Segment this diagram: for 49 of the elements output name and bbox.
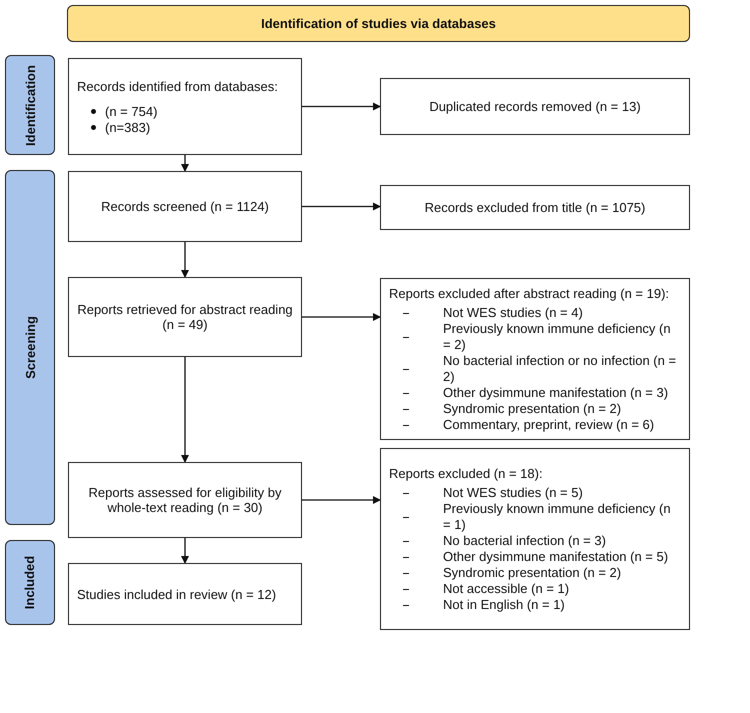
phase-label: Screening [22, 316, 38, 379]
arrow [181, 538, 189, 564]
process-box [380, 185, 690, 230]
box-text: Records excluded from title (n = 1075) [424, 200, 646, 215]
arrow [302, 202, 381, 210]
list-item: No bacterial infection (n = 3) [443, 533, 606, 549]
box-text: Reports retrieved for abstract reading (n = 49) [77, 302, 293, 332]
list-item: Previously known immune deficiency (n = 1) [443, 501, 672, 533]
box-text: Reports assessed for eligibility by whole-text reading (n = 30) [88, 485, 282, 515]
list-item: Not WES studies (n = 5) [443, 485, 583, 501]
box-text: Identification of studies via databases [261, 16, 496, 31]
process-box [68, 277, 302, 357]
arrow [302, 313, 381, 321]
process-box [68, 58, 302, 155]
list-item: Other dysimmune manifestation (n = 5) [443, 549, 668, 565]
list-item: Syndromic presentation (n = 2) [443, 565, 622, 581]
list-item: Not in English (n = 1) [443, 597, 565, 613]
list-item: (n=383) [105, 120, 150, 136]
phase-label: Identification [22, 64, 38, 146]
process-box [380, 78, 690, 135]
box-text: Duplicated records removed (n = 13) [429, 99, 641, 114]
exclusion-box [380, 448, 690, 630]
list-item: Not WES studies (n = 4) [443, 305, 583, 321]
arrow [302, 496, 381, 504]
list-item: Other dysimmune manifestation (n = 3) [443, 385, 668, 401]
list-item: Commentary, preprint, review (n = 6) [443, 417, 654, 433]
box-heading: Reports excluded after abstract reading (n = 19): [389, 285, 670, 303]
process-box [68, 462, 302, 538]
box-heading: Reports excluded (n = 18): [389, 465, 544, 483]
list-item: Syndromic presentation (n = 2) [443, 401, 622, 417]
process-box [68, 171, 302, 242]
exclusion-box [380, 278, 690, 440]
process-box [68, 563, 302, 625]
phase-band [5, 55, 55, 155]
arrow [181, 357, 189, 463]
list-item: (n = 754) [105, 104, 158, 120]
list-item: Previously known immune deficiency (n = 2) [443, 321, 672, 353]
arrow [181, 155, 189, 172]
phase-label: Included [22, 556, 38, 610]
box-text: Records screened (n = 1124) [101, 199, 269, 214]
phase-band [5, 540, 55, 625]
box-heading: Records identified from databases: [77, 78, 279, 96]
section-header [67, 5, 690, 42]
box-text: Studies included in review (n = 12) [77, 586, 278, 602]
arrow [181, 242, 189, 278]
list-item: No bacterial infection or no infection (n = 2) [443, 353, 678, 385]
arrow [302, 102, 381, 110]
list-item: Not accessible (n = 1) [443, 581, 570, 597]
phase-band [5, 170, 55, 525]
